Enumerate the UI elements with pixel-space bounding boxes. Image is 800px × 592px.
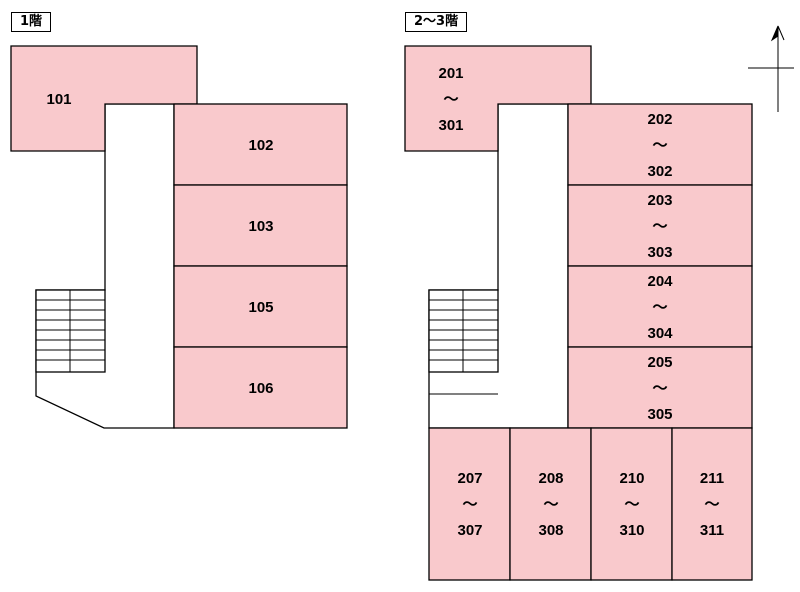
room-sep: ～ (704, 496, 719, 513)
room-207-307 (428, 427, 511, 581)
room-sep: ～ (443, 91, 458, 108)
room-204-label: 204 (647, 273, 673, 290)
room-sep: ～ (462, 496, 477, 513)
room-sep: ～ (543, 496, 558, 513)
room-208-308 (509, 427, 592, 581)
floor1-title: 1階 (11, 12, 52, 32)
room-101-label: 101 (46, 91, 71, 108)
floor23-stairs (428, 289, 499, 373)
room-301-label: 301 (438, 117, 463, 134)
floor1-corridor (35, 103, 175, 429)
room-sep: ～ (652, 218, 667, 235)
room-102-label: 102 (248, 137, 273, 154)
room-203-label: 203 (647, 192, 672, 209)
floor23-plan: 201 ～ 301 202 ～ 302 203 ～ 303 204 ～ 304 … (404, 45, 753, 581)
room-211-label: 211 (700, 470, 724, 487)
room-204-304 (567, 265, 753, 348)
room-210-label: 210 (619, 470, 644, 487)
room-103-label: 103 (248, 218, 273, 235)
room-202-302 (567, 103, 753, 186)
room-303-label: 303 (647, 244, 672, 261)
room-106-label: 106 (248, 380, 273, 397)
room-205-305 (567, 346, 753, 429)
room-sep: ～ (652, 380, 667, 397)
room-203-303 (567, 184, 753, 267)
room-310-label: 310 (619, 522, 644, 539)
room-208-label: 208 (538, 470, 563, 487)
room-207-label: 207 (457, 470, 482, 487)
room-305-label: 305 (647, 406, 672, 423)
room-106 (173, 346, 348, 429)
floor1-plan: 101 102 103 105 106 (10, 45, 348, 429)
floor1-stairs (35, 289, 106, 373)
room-302-label: 302 (647, 163, 672, 180)
room-sep: ～ (624, 496, 639, 513)
room-105-label: 105 (248, 299, 273, 316)
room-105 (173, 265, 348, 348)
room-101 (10, 45, 198, 152)
room-308-label: 308 (538, 522, 563, 539)
room-201-301 (404, 45, 592, 152)
room-211-311 (671, 427, 753, 581)
room-311-label: 311 (700, 522, 724, 539)
room-102 (173, 103, 348, 186)
north-arrow-icon (748, 25, 794, 112)
floor23-title: 2～3階 (405, 12, 468, 32)
room-304-label: 304 (647, 325, 673, 342)
room-103 (173, 184, 348, 267)
room-sep: ～ (652, 137, 667, 154)
room-202-label: 202 (647, 111, 672, 128)
room-201-label: 201 (438, 65, 463, 82)
room-sep: ～ (652, 299, 667, 316)
floor23-corridor (428, 103, 569, 429)
room-205-label: 205 (647, 354, 672, 371)
room-210-310 (590, 427, 673, 581)
room-307-label: 307 (457, 522, 482, 539)
